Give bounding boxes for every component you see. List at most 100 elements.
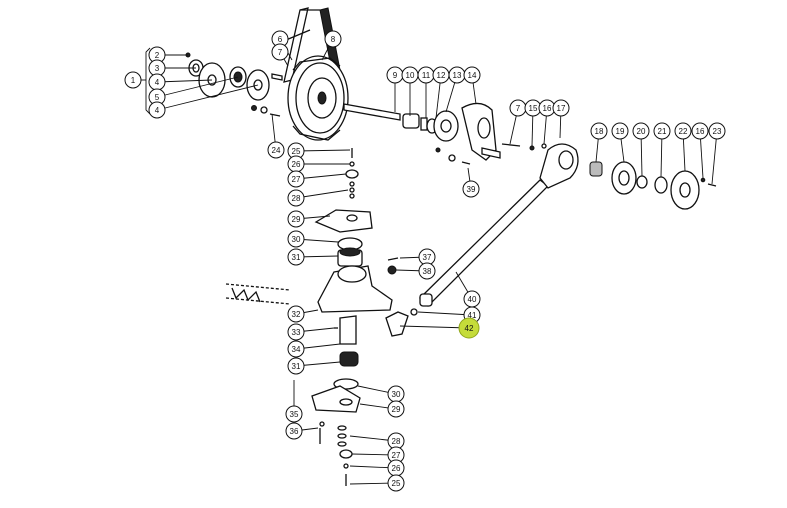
callout-24: 24 bbox=[267, 141, 285, 159]
callout-number: 28 bbox=[392, 437, 401, 446]
leader-line-41 bbox=[417, 311, 473, 316]
callout-number: 26 bbox=[292, 160, 301, 169]
callout-number: 36 bbox=[290, 427, 299, 436]
callout-20: 20 bbox=[632, 122, 650, 140]
callout-circle bbox=[271, 43, 289, 61]
right-bearing-parts bbox=[501, 143, 717, 210]
callout-number: 20 bbox=[637, 127, 646, 136]
callout-number: 7 bbox=[516, 104, 521, 113]
callout-circle bbox=[463, 66, 481, 84]
callout-number: 10 bbox=[406, 71, 415, 80]
callout-leaders bbox=[156, 38, 718, 485]
belt-pulley bbox=[287, 55, 349, 141]
callout-22: 22 bbox=[674, 122, 692, 140]
callout-number: 38 bbox=[423, 267, 432, 276]
callout-30: 30 bbox=[387, 385, 405, 403]
callout-1: 1 bbox=[124, 71, 142, 89]
callout-37: 37 bbox=[418, 248, 436, 266]
left-hub-parts bbox=[185, 52, 283, 117]
callout-35: 35 bbox=[285, 405, 303, 423]
callout-number: 6 bbox=[278, 35, 283, 44]
callout-23: 23 bbox=[708, 122, 726, 140]
callout-number: 32 bbox=[292, 310, 301, 319]
callout-circle bbox=[611, 122, 629, 140]
callout-32: 32 bbox=[287, 305, 305, 323]
callout-circle bbox=[287, 340, 305, 358]
leader-line-5 bbox=[156, 76, 239, 98]
callout-circle bbox=[590, 122, 608, 140]
callout-circle bbox=[287, 230, 305, 248]
callout-circle bbox=[287, 305, 305, 323]
callout-10: 10 bbox=[401, 66, 419, 84]
callout-number: 35 bbox=[290, 410, 299, 419]
callout-circle bbox=[287, 210, 305, 228]
group-bracket bbox=[140, 47, 151, 115]
leader-line-42 bbox=[399, 325, 470, 329]
callout-number: 4 bbox=[155, 78, 160, 87]
callout-number: 16 bbox=[543, 104, 552, 113]
callout-25: 25 bbox=[387, 474, 405, 492]
callout-14: 14 bbox=[463, 66, 481, 84]
callout-number: 27 bbox=[392, 451, 401, 460]
callout-12: 12 bbox=[432, 66, 450, 84]
callout-circle bbox=[552, 99, 570, 117]
callout-number: 7 bbox=[278, 48, 283, 57]
callout-number: 2 bbox=[155, 51, 160, 60]
cutter-bar-fragment bbox=[225, 283, 291, 305]
callout-39: 39 bbox=[462, 180, 480, 198]
callout-15: 15 bbox=[524, 99, 542, 117]
callout-circle bbox=[287, 357, 305, 375]
callout-number: 16 bbox=[696, 127, 705, 136]
callout-17: 17 bbox=[552, 99, 570, 117]
callout-number: 22 bbox=[679, 127, 688, 136]
callout-34: 34 bbox=[287, 340, 305, 358]
callout-number: 8 bbox=[331, 35, 336, 44]
leader-line-23 bbox=[711, 130, 718, 185]
callout-number: 1 bbox=[131, 76, 136, 85]
callout-36: 36 bbox=[285, 422, 303, 440]
callout-8: 8 bbox=[324, 30, 342, 48]
callout-number: 9 bbox=[393, 71, 398, 80]
callout-number: 25 bbox=[392, 479, 401, 488]
callout-26: 26 bbox=[287, 155, 305, 173]
callout-circle bbox=[387, 400, 405, 418]
connecting-rod bbox=[419, 143, 579, 307]
callout-27: 27 bbox=[287, 170, 305, 188]
callout-number: 28 bbox=[292, 194, 301, 203]
leader-line-25 bbox=[295, 149, 351, 152]
callout-circle bbox=[287, 189, 305, 207]
callout-number: 24 bbox=[272, 146, 281, 155]
callout-number: 3 bbox=[155, 64, 160, 73]
callout-circle bbox=[287, 170, 305, 188]
callout-30: 30 bbox=[287, 230, 305, 248]
callout-circle bbox=[418, 262, 436, 280]
callout-circle bbox=[287, 323, 305, 341]
callout-4: 4 bbox=[148, 73, 166, 91]
callout-11: 11 bbox=[417, 66, 435, 84]
callout-number: 5 bbox=[155, 93, 160, 102]
callout-circle bbox=[285, 422, 303, 440]
callout-circle bbox=[324, 30, 342, 48]
callout-circle bbox=[653, 122, 671, 140]
callout-number: 29 bbox=[292, 215, 301, 224]
callout-13: 13 bbox=[448, 66, 466, 84]
callout-number: 37 bbox=[423, 253, 432, 262]
callout-circle bbox=[708, 122, 726, 140]
callout-number: 4 bbox=[155, 106, 160, 115]
callout-38: 38 bbox=[418, 262, 436, 280]
callout-16: 16 bbox=[691, 122, 709, 140]
callout-number: 21 bbox=[658, 127, 667, 136]
callout-number: 39 bbox=[467, 185, 476, 194]
callout-circle bbox=[632, 122, 650, 140]
callout-40: 40 bbox=[463, 290, 481, 308]
callout-31: 31 bbox=[287, 248, 305, 266]
callout-number: 34 bbox=[292, 345, 301, 354]
callout-number: 26 bbox=[392, 464, 401, 473]
callout-number: 30 bbox=[392, 390, 401, 399]
callout-number: 31 bbox=[292, 362, 301, 371]
callout-21: 21 bbox=[653, 122, 671, 140]
callout-42: 42 bbox=[458, 317, 480, 339]
callout-circle bbox=[387, 474, 405, 492]
